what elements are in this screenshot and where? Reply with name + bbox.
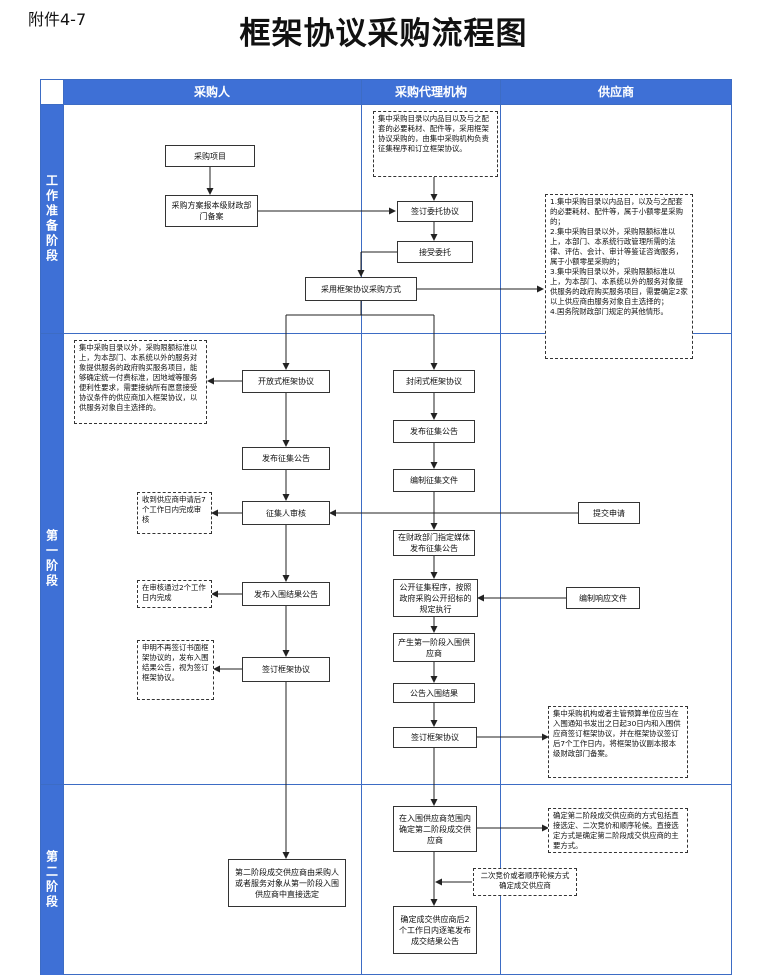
box-public-procedure: 公开征集程序，按照政府采购公开招标的规定执行 bbox=[393, 579, 478, 617]
grid-line bbox=[361, 80, 362, 975]
box-sign-agreement-left: 签订框架协议 bbox=[242, 657, 330, 682]
box-first-stage-supplier: 产生第一阶段入围供应商 bbox=[393, 633, 475, 662]
box-prepare-docs: 编制征集文件 bbox=[393, 469, 475, 492]
box-sign-entrust: 签订委托协议 bbox=[397, 201, 473, 222]
box-announce-result: 公告入围结果 bbox=[393, 683, 475, 703]
box-collector-review: 征集人审核 bbox=[242, 501, 330, 525]
box-sign-agreement-mid: 签订框架协议 bbox=[393, 727, 477, 748]
annex-label: 附件4-7 bbox=[28, 10, 87, 29]
box-direct-choose: 第二阶段成交供应商由采购人或者服务对象从第一阶段入围供应商中直接选定 bbox=[228, 859, 346, 907]
note-no-sign: 申明不再签订书面框架协议的，发布入围结果公告，视为签订框架协议。 bbox=[137, 640, 214, 700]
box-accept-entrust: 接受委托 bbox=[397, 241, 473, 263]
box-plan-filing: 采购方案报本级财政部门备案 bbox=[165, 195, 258, 227]
note-supplier-conditions: 1.集中采购目录以内品目，以及与之配套的必要耗材、配件等，属于小额零星采购的； … bbox=[545, 194, 693, 359]
box-publish-result-left: 发布入围结果公告 bbox=[242, 582, 330, 606]
grid-line bbox=[41, 784, 731, 785]
box-publish-notice-left: 发布征集公告 bbox=[242, 447, 330, 470]
box-prepare-response: 编制响应文件 bbox=[566, 587, 640, 609]
box-adopt-framework: 采用框架协议采购方式 bbox=[305, 277, 417, 301]
column-header-supplier: 供应商 bbox=[501, 80, 731, 104]
box-media-publish: 在财政部门指定媒体发布征集公告 bbox=[393, 530, 475, 556]
note-second-stage-methods: 确定第二阶段成交供应商的方式包括直接选定、二次竞价和顺序轮候。直接选定方式是确定… bbox=[548, 808, 688, 853]
grid-line bbox=[63, 80, 64, 975]
box-determine-deal: 在入围供应商范围内确定第二阶段成交供应商 bbox=[393, 806, 477, 852]
note-open-framework: 集中采购目录以外，采购限额标准以上，为本部门、本系统以外的服务对象提供服务的政府… bbox=[74, 340, 207, 424]
column-header-agency: 采购代理机构 bbox=[362, 80, 500, 104]
column-header-purchaser: 采购人 bbox=[63, 80, 361, 104]
note-second-bid: 二次竞价或者顺序轮候方式确定成交供应商 bbox=[473, 868, 577, 896]
box-procurement-project: 采购项目 bbox=[165, 145, 255, 167]
grid-line bbox=[41, 333, 731, 334]
page-title: 框架协议采购流程图 bbox=[239, 16, 528, 52]
box-publish-notice-mid: 发布征集公告 bbox=[393, 420, 475, 443]
grid-line bbox=[500, 80, 501, 975]
box-publish-deal: 确定成交供应商后2个工作日内逐笔发布成交结果公告 bbox=[393, 906, 477, 954]
note-agency-catalog: 集中采购目录以内品目以及与之配套的必要耗材、配件等，采用框架协议采购的，由集中采… bbox=[373, 111, 498, 177]
note-sign-filing: 集中采购机构或者主管预算单位应当在入围通知书发出之日起30日内和入围供应商签订框… bbox=[548, 706, 688, 778]
grid-line bbox=[41, 104, 731, 105]
box-open-framework: 开放式框架协议 bbox=[242, 370, 330, 393]
box-submit-application: 提交申请 bbox=[578, 502, 640, 524]
phase-prep: 工作准备阶段 bbox=[41, 105, 63, 333]
box-closed-framework: 封闭式框架协议 bbox=[393, 370, 475, 393]
phase-two: 第二阶段 bbox=[41, 785, 63, 975]
note-review-time: 收到供应商申请后7个工作日内完成审核 bbox=[137, 492, 212, 534]
phase-one: 第一阶段 bbox=[41, 334, 63, 784]
note-result-time: 在审核通过2个工作日内完成 bbox=[137, 580, 212, 608]
